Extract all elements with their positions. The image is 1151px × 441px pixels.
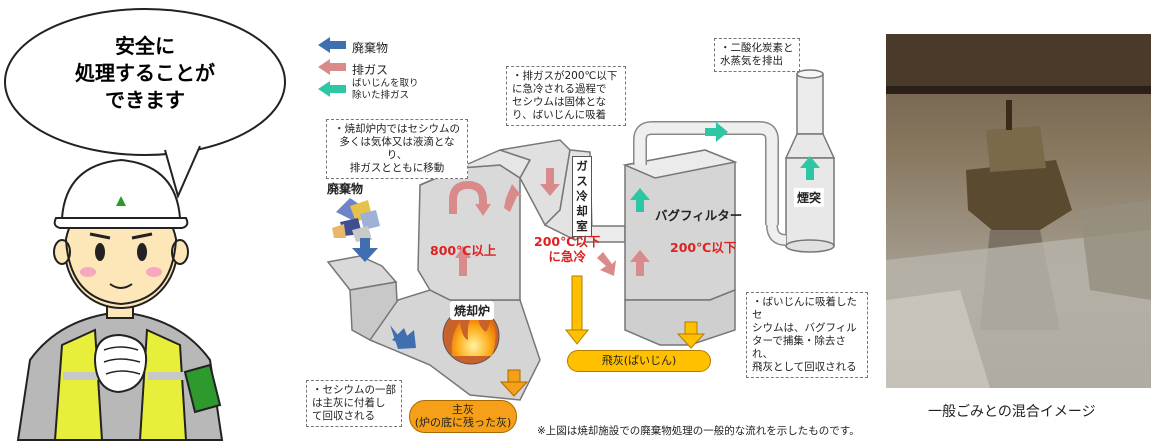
bottom-ash-line-1: 主灰 [452,403,474,416]
waste-flow-arrows [352,238,416,349]
legend-clean-line-2: 除いた排ガス [352,90,410,101]
garbage-pit-photo [886,34,1151,388]
temp-cooling-line-2: に急冷 [548,249,586,264]
bottom-ash-label: 主灰 (炉の底に残った灰) [409,400,517,433]
footnote: ※上図は焼却施設での廃棄物処理の一般的な流れを示したものです。 [537,425,860,437]
note-line: ・セシウムの一部 [312,384,396,396]
fly-ash-label: 飛灰(ばいじん) [567,350,711,372]
note-bag-filter: ・ばいじんに吸着したセ シウムは、バグフィル ターで捕集・除去され、 飛灰として… [746,292,868,378]
fire-icon [442,306,500,365]
note-line: 多くは気体又は液滴となり、 [339,136,455,161]
temp-bag-filter: 200℃以下 [670,240,737,255]
temp-cooling: 200℃以下 に急冷 [534,234,600,264]
temp-cooling-line-1: 200℃以下 [534,234,601,249]
bubble-line-2: 処理することが [75,61,215,85]
note-line: セシウムは固体とな [512,96,607,108]
incinerator-label: 焼却炉 [450,301,495,320]
bag-filter-label: バグフィルター [655,208,743,223]
legend [318,37,346,97]
note-line: シウムは、バグフィル [752,322,857,334]
legend-clean-line-1: ばいじんを取り [352,78,419,89]
note-line: ・ばいじんに吸着したセ [752,296,857,321]
bottom-ash-line-2: (炉の底に残った灰) [414,416,512,429]
ash-flow-arrows [499,275,706,397]
note-line: ・焼却炉内ではセシウムの [334,123,460,135]
waste-pile-icon [332,198,380,242]
gas-cooling-chamber-label: ガス冷却室 [572,156,592,237]
note-line: に急冷される過程で [512,83,607,95]
note-line: ターで捕集・除去され、 [752,335,846,360]
waste-input-label: 廃棄物 [323,179,368,198]
exhaust-flow-arrows [449,168,650,276]
clean-exhaust-arrows [630,122,820,212]
stack-label: 煙突 [794,188,825,207]
speech-bubble-text: 安全に 処理することが できます [40,33,250,114]
temp-incinerator: 800℃以上 [430,243,497,258]
worker-illustration [16,158,224,441]
photo-caption: 一般ごみとの混合イメージ [928,404,1096,420]
legend-exhaust-label: 排ガス [352,63,389,77]
note-line: 飛灰として回収される [752,361,857,373]
bubble-line-3: できます [105,88,185,112]
note-line: て回収される [312,410,375,422]
note-line: は主灰に付着し [312,397,386,409]
note-stack-emission: ・二酸化炭素と 水蒸気を排出 [714,38,800,72]
speech-bubble [4,8,286,199]
note-line: ・排ガスが200℃以下 [512,70,618,82]
legend-clean-exhaust-label: ばいじんを取り 除いた排ガス [352,78,419,102]
note-line: り、ばいじんに吸着 [512,109,607,121]
note-gas-cooling: ・排ガスが200℃以下 に急冷される過程で セシウムは固体とな り、ばいじんに吸… [506,66,626,126]
note-line: 水蒸気を排出 [720,55,783,67]
note-line: ・二酸化炭素と [720,42,794,54]
legend-waste-label: 廃棄物 [352,41,389,55]
note-line: 排ガスとともに移動 [349,162,445,174]
bubble-line-1: 安全に [115,34,175,58]
note-bottom-ash: ・セシウムの一部 は主灰に付着し て回収される [306,380,402,427]
note-incinerator-cesium: ・焼却炉内ではセシウムの 多くは気体又は液滴となり、 排ガスとともに移動 [326,119,468,179]
